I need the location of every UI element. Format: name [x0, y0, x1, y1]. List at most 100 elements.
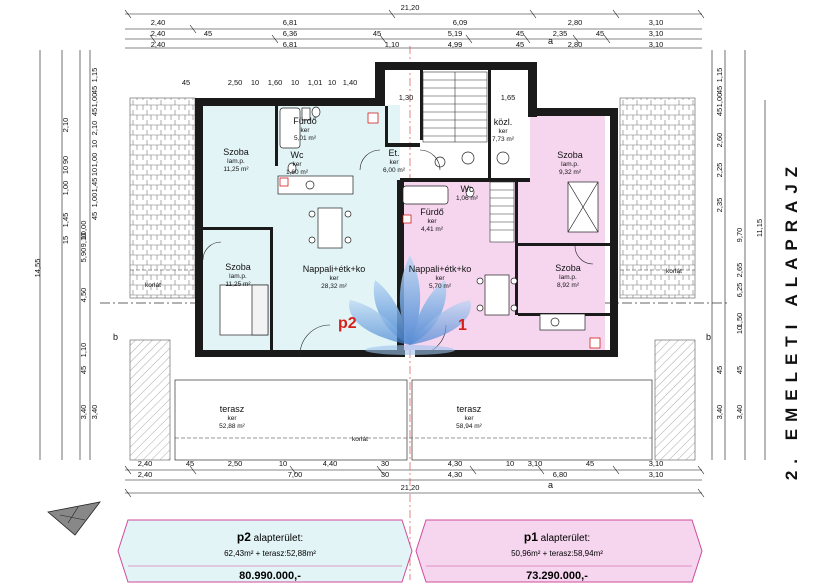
price-box-p1-text: p1 alapterület: 50,96m² + terasz:58,94m²…: [416, 520, 698, 582]
price-box-p2-text: p2 alapterület: 62,43m² + terasz:52,88m²…: [128, 520, 412, 582]
dim-bottom-row2: 3,10: [649, 470, 664, 479]
apartment-p2-label: p2: [338, 315, 357, 332]
dim-right-col1: 1,15: [715, 68, 724, 83]
room-area: 1,06 m²: [456, 195, 479, 202]
dim-right-col2: 6,25: [735, 283, 744, 298]
dim-top-small: 10: [251, 78, 259, 87]
dim-top-total: 21,20: [401, 3, 420, 12]
dim-bottom-total: 21,20: [401, 483, 420, 492]
dim-top-row1: 2,80: [568, 18, 583, 27]
room-area: 5,01 m²: [294, 135, 317, 142]
terrace-right-top: [619, 97, 696, 299]
room-name: Fürdő: [420, 207, 444, 217]
dim-bottom-row2: 4,30: [448, 470, 463, 479]
dim-top-row2: 45: [373, 29, 381, 38]
room-floor: ker: [329, 275, 339, 282]
dim-left-col2: 45: [79, 366, 88, 374]
room-name: terasz: [220, 404, 245, 414]
room-name: Wc: [461, 184, 474, 194]
room-floor: ker: [300, 127, 310, 134]
room-floor: ker: [427, 218, 437, 225]
dim-left-col3: 1,45: [61, 213, 70, 228]
room-area: 11,25 m²: [225, 281, 251, 288]
room-name: közl.: [494, 117, 513, 127]
room-name: Et.: [388, 148, 399, 158]
fixtures: [219, 106, 601, 349]
price-box-p1: [415, 519, 703, 583]
dim-top-row1: 6,09: [453, 18, 468, 27]
room-name: Nappali+étk+ko: [409, 264, 472, 274]
dim-right-col1: 2,60: [715, 133, 724, 148]
dim-left-col1: 2,10: [90, 121, 99, 136]
dim-left-col1: 1,00: [90, 93, 99, 108]
dim-top-small: 1,60: [268, 78, 283, 87]
dim-top-row2: 45: [516, 29, 524, 38]
dim-top-small: 2,50: [228, 78, 243, 87]
dim-bottom-row1: 4,30: [448, 459, 463, 468]
terrace-right-stairs: [654, 339, 696, 461]
room-name: Nappali+étk+ko: [303, 264, 366, 274]
dim-top-row2: 6,36: [283, 29, 298, 38]
dim-bottom-row1: 3,10: [528, 459, 543, 468]
dim-top-row2: 45: [204, 29, 212, 38]
p1-price: 73.290.000,-: [526, 570, 588, 582]
dim-top-row2: 45: [596, 29, 604, 38]
dim-left-col2: 3,40: [79, 405, 88, 420]
room-area: 9,32 m²: [559, 169, 582, 176]
room-area: 6,00 m²: [383, 167, 406, 174]
room-name: Szoba: [223, 147, 249, 157]
dim-top-small: 1,65: [501, 93, 516, 102]
railing-label-bottom: korlát: [352, 436, 368, 443]
room-area: 11,25 m²: [223, 166, 249, 173]
dim-bottom-row1: 30: [381, 459, 389, 468]
room-name: Szoba: [225, 262, 251, 272]
lotus-watermark-logo: [349, 255, 471, 355]
dim-top-row1: 3,10: [649, 18, 664, 27]
dim-bottom-row1: 45: [186, 459, 194, 468]
section-mark-b-right: b: [706, 332, 711, 342]
dim-left-col1: 10: [90, 140, 99, 148]
p2-heading: p2 alapterület:: [128, 530, 412, 544]
dim-left-col2: 1,10: [79, 343, 88, 358]
dim-top-row3: 2,40: [151, 40, 166, 49]
dim-right-total: 11,15: [755, 219, 764, 237]
railing-label-right: korlát: [666, 268, 682, 275]
p2-price: 80.990.000,-: [239, 570, 301, 582]
room-name: Fürdő: [293, 116, 317, 126]
dim-top-row2: 5,19: [448, 29, 463, 38]
terrace-left-stairs: [129, 339, 171, 461]
dim-right-col2: 9,70: [735, 228, 744, 243]
north-arrow-icon: [47, 501, 101, 536]
dim-top-row1: 2,40: [151, 18, 166, 27]
room-floor: ker: [498, 128, 508, 135]
p1-sub: alapterület:: [540, 533, 591, 544]
p2-sub: alapterület:: [253, 533, 304, 544]
section-mark-a-bottom: a: [548, 480, 553, 490]
dim-bottom-row1: 10: [506, 459, 514, 468]
dim-bottom-row1: 2,50: [228, 459, 243, 468]
p1-label: p1: [523, 530, 538, 544]
room-floor: ker: [389, 159, 399, 166]
dim-left-col2: 9,10: [79, 233, 88, 248]
dynamic-labels: 21,20 2,40 6,81 6,09 2,80 3,10 2,40 45 6,36 45 5,1…: [33, 3, 764, 492]
dim-top-small: 1,01: [308, 78, 323, 87]
dim-left-col1: 1,00: [90, 153, 99, 168]
room-area: 52,88 m²: [219, 423, 245, 430]
dim-top-row3: 6,81: [283, 40, 298, 49]
dim-right-col1: 45: [715, 366, 724, 374]
dim-top-small: 10: [291, 78, 299, 87]
room-area: 58,94 m²: [456, 423, 482, 430]
dim-left-col1: 45: [90, 86, 99, 94]
room-floor: ker: [227, 415, 237, 422]
p1-areas: 50,96m² + terasz:58,94m²: [511, 549, 603, 558]
dim-bottom-row1: 2,40: [138, 459, 153, 468]
section-mark-a-top: a: [548, 36, 553, 46]
dim-top-row2: 2,40: [151, 29, 166, 38]
dim-bottom-row1: 45: [586, 459, 594, 468]
dim-right-col1: 3,40: [715, 405, 724, 420]
dim-top-row3: 4,99: [448, 40, 463, 49]
railing-label-left: korlát: [145, 282, 161, 289]
dim-right-col1: 2,25: [715, 163, 724, 178]
dim-right-col1: 45: [715, 86, 724, 94]
